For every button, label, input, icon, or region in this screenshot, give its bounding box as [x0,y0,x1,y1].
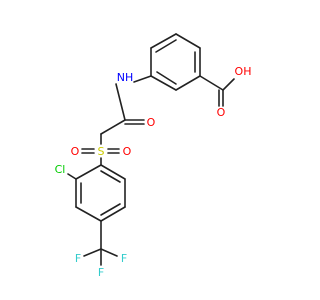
amide-oxygen-label: O [147,116,156,129]
chlorine-label: Cl [55,163,66,176]
acid-oxygen-label: O [217,106,226,119]
fluorine-left-label: F [75,252,81,265]
bond-lines [67,33,235,266]
fluorine-bottom-label: F [98,266,104,279]
sulfonyl-oxygen-right-label: O [123,145,132,158]
molecule-structure: OH O NH O S O O Cl F F F [55,33,252,279]
atom-labels: OH O NH O S O O Cl F F F [55,65,252,279]
hydroxyl-label: OH [235,65,252,78]
sulfur-label: S [98,145,105,158]
amide-nh-label: NH [117,71,134,84]
fluorine-right-label: F [121,252,127,265]
sulfonyl-oxygen-left-label: O [71,145,80,158]
